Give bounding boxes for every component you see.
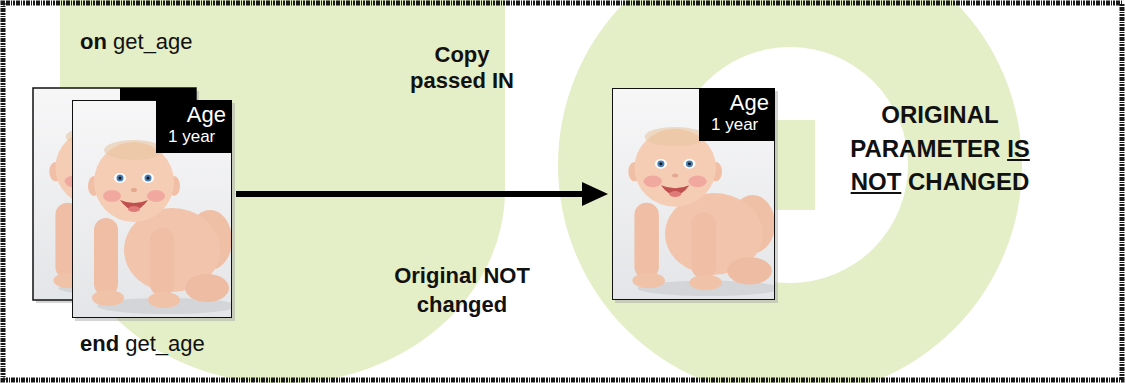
caption-text: on	[80, 29, 107, 54]
label-group: endget_age	[80, 330, 380, 359]
tag-value: 1 year	[711, 115, 769, 135]
caption-text: PARAMETER	[850, 135, 1000, 162]
label-line: Original NOT changed	[382, 262, 542, 319]
tag-heading: Age	[711, 90, 769, 115]
front-photo	[72, 100, 237, 321]
caption-text: ORIGINAL	[881, 101, 998, 128]
label-line: endget_age	[80, 330, 380, 359]
label-line: onget_age	[80, 28, 380, 57]
caption-text: end	[80, 331, 119, 356]
photo-card: Age1 year	[612, 88, 775, 300]
label-group: ORIGINAL PARAMETER IS NOTCHANGED	[810, 98, 1070, 199]
edge-label: Copy passed IN	[400, 42, 525, 95]
label-line: NOTCHANGED	[810, 165, 1070, 199]
caption-text: NOT	[851, 168, 902, 195]
label-line: PARAMETER IS	[810, 132, 1070, 166]
age-tag: Age1 year	[156, 100, 232, 153]
caption-text: get_age	[113, 29, 193, 54]
arrow-line	[236, 191, 584, 197]
copy-photo	[612, 88, 780, 303]
caption-text: Original NOT changed	[394, 263, 530, 317]
caption-text: IS	[1007, 135, 1030, 162]
arrow-head	[582, 182, 608, 206]
label-group: Original NOT changed	[382, 262, 542, 319]
frame-border	[3, 3, 1122, 380]
label-group: onget_age	[80, 28, 380, 57]
tag-value: 1 year	[168, 127, 226, 147]
caption-text: CHANGED	[908, 168, 1029, 195]
label-line: ORIGINAL	[810, 98, 1070, 132]
tag-heading: Age	[168, 102, 226, 127]
photo-card: Age1 year	[72, 100, 232, 318]
caption-text: get_age	[125, 331, 205, 356]
age-tag: Age1 year	[699, 88, 775, 141]
